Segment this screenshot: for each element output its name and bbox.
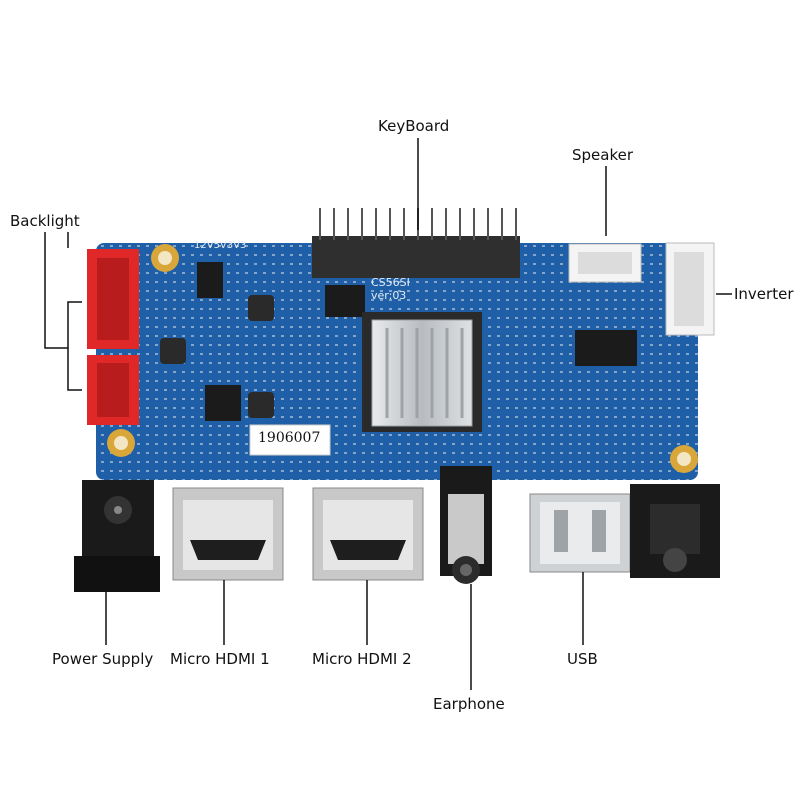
ic-chip xyxy=(575,330,637,366)
audio-jack xyxy=(630,484,720,578)
serial-number: 1906007 xyxy=(258,430,321,446)
jumper-block xyxy=(197,262,223,298)
inverter-connector xyxy=(665,242,715,336)
serial-sticker xyxy=(249,424,331,456)
keyboard-pin-header xyxy=(312,208,520,278)
label-micro-hdmi-2: Micro HDMI 2 xyxy=(312,650,412,668)
earphone-jack xyxy=(440,466,492,584)
inductor xyxy=(160,338,186,364)
label-micro-hdmi-1: Micro HDMI 1 xyxy=(170,650,270,668)
hdmi-port-2 xyxy=(312,487,424,581)
mounting-holes xyxy=(107,244,698,473)
board-version-silkscreen: ver:03 xyxy=(371,289,407,302)
label-power-supply: Power Supply xyxy=(52,650,154,668)
speaker-connector xyxy=(568,243,642,283)
power-jack xyxy=(74,480,160,592)
heatsink xyxy=(371,319,473,427)
label-keyboard: KeyBoard xyxy=(378,117,450,135)
power-rail-silkscreen: 12V5V3V3 xyxy=(194,240,247,251)
label-speaker: Speaker xyxy=(572,146,634,164)
usb-port xyxy=(529,493,631,573)
hdmi-port-1 xyxy=(172,487,284,581)
inductor xyxy=(248,392,274,418)
heatsink-fins xyxy=(385,328,464,418)
label-backlight: Backlight xyxy=(10,212,80,230)
inductor xyxy=(248,295,274,321)
label-inverter: Inverter xyxy=(734,285,794,303)
backlight-connector xyxy=(87,249,139,425)
ic-chip xyxy=(205,385,241,421)
label-earphone: Earphone xyxy=(433,695,505,713)
board-model-silkscreen: CS56SI xyxy=(371,276,410,289)
label-usb: USB xyxy=(567,650,598,668)
leader-lines xyxy=(44,138,732,690)
ic-chip xyxy=(325,285,365,317)
